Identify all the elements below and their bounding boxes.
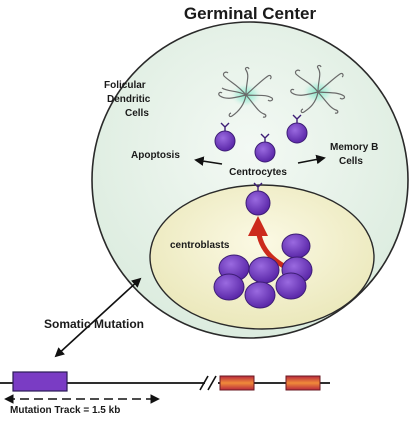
fdc-label-line1: Folicular: [104, 80, 146, 91]
dendritic-cell-right: [290, 64, 346, 114]
fdc-label-line3: Cells: [125, 108, 149, 119]
somatic-mutation-label: Somatic Mutation: [44, 317, 144, 331]
centrocyte-cell: [254, 133, 276, 163]
centroblast-cell: [244, 281, 276, 309]
centrocytes-label: Centrocytes: [229, 167, 287, 178]
somatic-mutation-arrow: [54, 277, 142, 358]
centrocyte-cell: [286, 114, 308, 144]
fdc-label-line2: Dendritic: [107, 94, 151, 105]
centroblast-cluster: [213, 233, 313, 309]
centrocyte-cell: [214, 122, 236, 152]
selected-centrocyte-cell: [245, 182, 271, 216]
apoptosis-arrow: [194, 156, 223, 166]
variable-exon: [12, 371, 68, 392]
diagram-title: Germinal Center: [184, 4, 317, 23]
mutation-track-label: Mutation Track = 1.5 kb: [10, 405, 120, 416]
centroblast-cell: [248, 256, 280, 284]
centroblast-cell: [213, 273, 245, 301]
apoptosis-label: Apoptosis: [131, 150, 180, 161]
gene-track: [0, 371, 330, 392]
memory-label-line2: Cells: [339, 156, 363, 167]
constant-exon: [285, 375, 321, 391]
dendritic-cell-left: [218, 66, 274, 118]
memory-label-line1: Memory B: [330, 142, 378, 153]
memory-arrow: [297, 154, 326, 165]
centroblast-cell: [281, 233, 311, 259]
constant-exon: [219, 375, 255, 391]
centroblasts-label: centroblasts: [170, 240, 230, 251]
centroblast-cell: [275, 272, 307, 300]
